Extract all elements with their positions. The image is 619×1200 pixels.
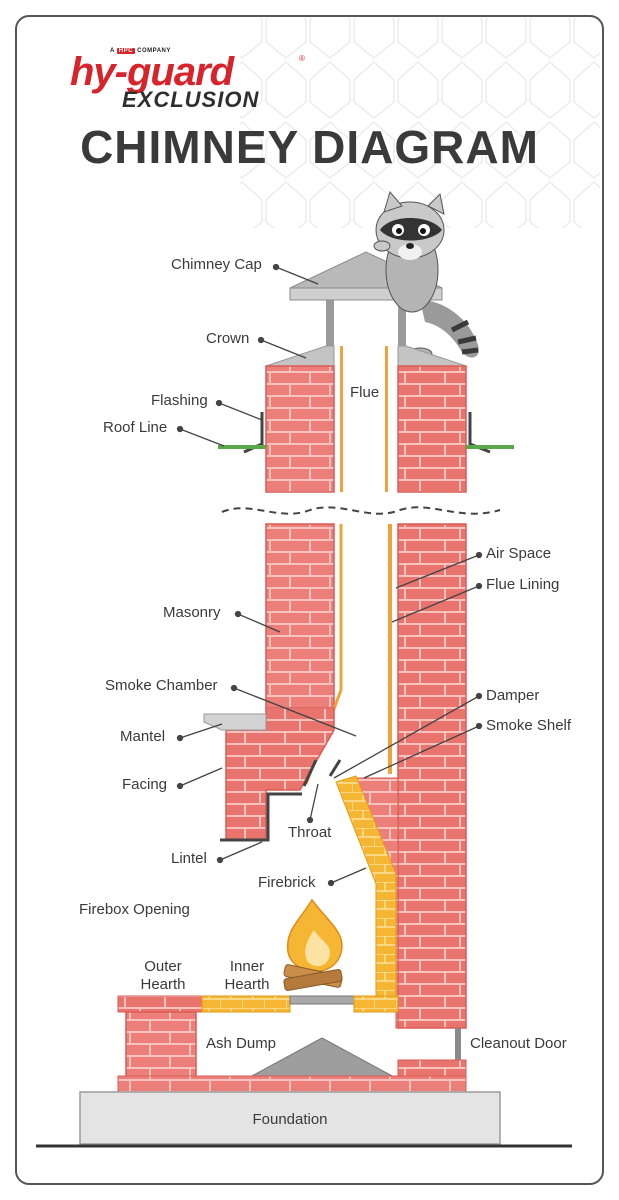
label-facing: Facing xyxy=(122,776,168,793)
masonry-right xyxy=(397,523,467,1029)
fire-icon xyxy=(283,898,343,991)
background-lattice xyxy=(240,18,600,228)
registered-mark: ® xyxy=(299,54,305,63)
label-flue: Flue xyxy=(350,384,380,401)
damper-plate-left xyxy=(302,759,318,787)
label-cleanout-door: Cleanout Door xyxy=(470,1035,567,1052)
label-throat: Throat xyxy=(288,824,332,841)
break-line xyxy=(221,506,501,515)
label-smoke-chamber: Smoke Chamber xyxy=(105,677,218,694)
label-air-space: Air Space xyxy=(486,545,552,562)
label-lintel: Lintel xyxy=(171,850,207,867)
label-firebrick: Firebrick xyxy=(258,874,316,891)
label-damper: Damper xyxy=(486,687,540,704)
label-foundation: Foundation xyxy=(252,1111,328,1128)
cleanout-door-plate xyxy=(455,1028,461,1060)
leader-lines xyxy=(176,263,483,887)
outer-hearth xyxy=(117,995,203,1013)
inner-hearth-left xyxy=(201,995,291,1013)
inner-hearth-right xyxy=(353,995,399,1013)
cap-post-right xyxy=(398,300,406,366)
label-crown: Crown xyxy=(206,330,250,347)
label-firebox-opening: Firebox Opening xyxy=(79,901,190,918)
hy-guard-logo: A HPC COMPANY hy-guard ® EXCLUSION xyxy=(70,48,310,112)
label-flue-lining: Flue Lining xyxy=(486,576,560,593)
label-smoke-shelf: Smoke Shelf xyxy=(486,717,572,734)
lintel-bar xyxy=(220,792,302,842)
flue-lining-right xyxy=(388,524,392,774)
base-brick-row xyxy=(117,1075,467,1093)
cleanout-brick xyxy=(397,1059,467,1079)
label-ash-dump: Ash Dump xyxy=(206,1035,277,1052)
ash-dump-grate xyxy=(289,995,355,1005)
upper-masonry-left xyxy=(265,365,335,493)
upper-flue-liner-left xyxy=(340,346,343,492)
label-roof-line: Roof Line xyxy=(103,419,168,436)
raccoon-mascot-icon xyxy=(373,190,479,361)
flashing-right xyxy=(468,412,491,454)
upper-masonry-right xyxy=(397,365,467,493)
hearth-support xyxy=(125,1011,197,1079)
brand-name: hy-guard xyxy=(70,50,234,94)
upper-flue-liner-right xyxy=(385,346,388,492)
label-mantel: Mantel xyxy=(120,728,166,745)
damper-plate-right xyxy=(328,759,342,777)
company-tag: A HPC COMPANY xyxy=(110,48,171,54)
label-masonry: Masonry xyxy=(163,604,221,621)
crown-right xyxy=(397,345,467,367)
mantel-shelf xyxy=(203,713,267,731)
foundation-block xyxy=(79,1091,501,1145)
label-chimney-cap: Chimney Cap xyxy=(171,256,262,273)
label-flashing: Flashing xyxy=(151,392,208,409)
brand-subtitle: EXCLUSION xyxy=(122,87,260,112)
masonry-left xyxy=(265,523,335,709)
cap-post-left xyxy=(326,300,334,366)
flashing-left xyxy=(243,412,264,454)
page-title: CHIMNEY DIAGRAM xyxy=(80,121,539,173)
